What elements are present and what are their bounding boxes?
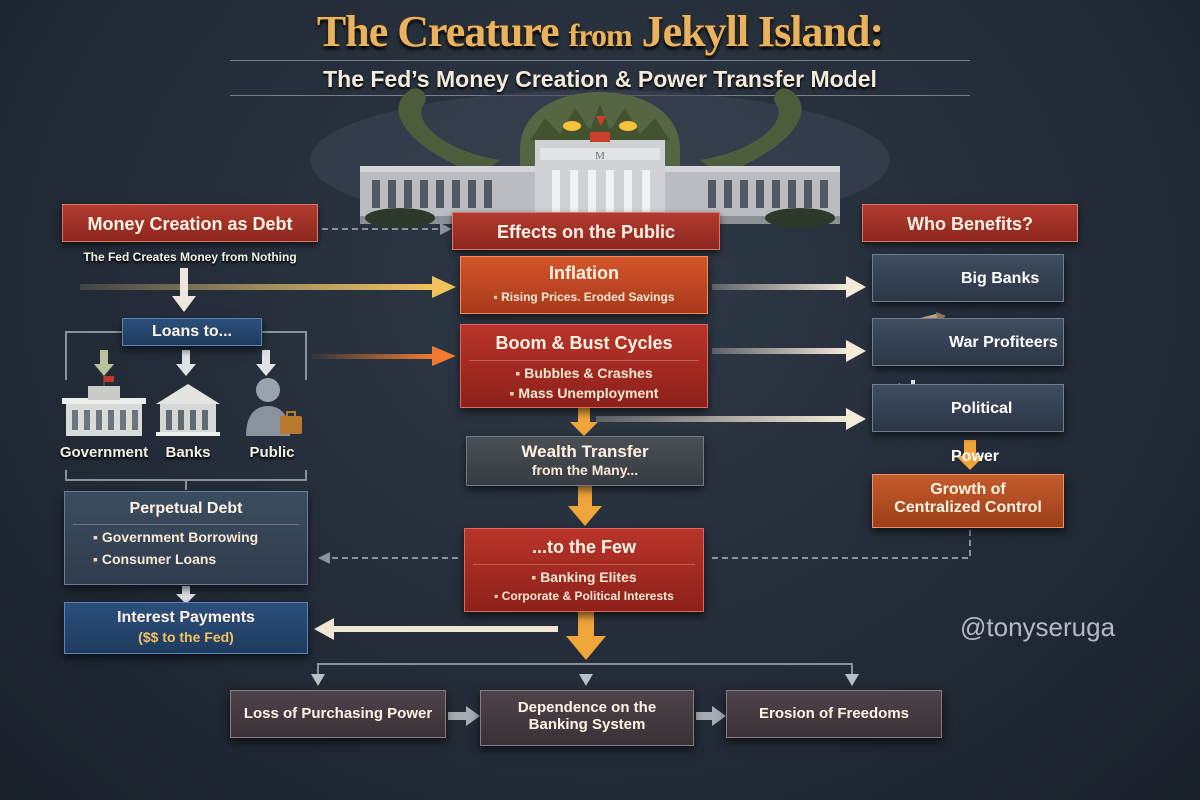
- inflation-title: Inflation: [549, 263, 619, 283]
- outcome-1-to-2-arrow: [448, 706, 480, 726]
- recipient-banks: Banks: [165, 444, 211, 461]
- beneficiary-big-banks: Big Banks: [872, 254, 1064, 302]
- wealth-transfer-box: Wealth Transfer from the Many...: [466, 436, 704, 486]
- bottom-left-arrowhead: [311, 674, 325, 686]
- loans-bracket: [65, 331, 122, 380]
- boom-bust-item: Bubbles & Crashes: [461, 365, 707, 381]
- inflation-box: Inflation Rising Prices. Eroded Savings: [460, 256, 708, 314]
- loans-to-label: Loans to...: [152, 323, 232, 340]
- interest-payments-detail: ($$ to the Fed): [138, 629, 234, 645]
- page-subtitle: The Fed’s Money Creation & Power Transfe…: [230, 60, 970, 96]
- outcome-erosion-freedoms: Erosion of Freedoms: [726, 690, 942, 738]
- header-connector-arrowhead: [440, 223, 452, 235]
- fed-to-inflation-arrow: [80, 284, 435, 290]
- interest-payments-box: Interest Payments ($$ to the Fed): [64, 602, 308, 654]
- fed-creates-text: The Fed Creates Money from Nothing: [83, 250, 297, 264]
- outcome-dependence-banking: Dependence on the Banking System: [480, 690, 694, 746]
- growth-line-1: Growth of: [930, 481, 1006, 498]
- recipients-bracket: [65, 470, 307, 481]
- beneficiary-political-power: Political Power: [872, 384, 1064, 465]
- who-benefits-header: Who Benefits?: [862, 204, 1078, 242]
- bottom-bracket: [317, 663, 853, 676]
- perpetual-debt-title: Perpetual Debt: [129, 500, 243, 517]
- perpetual-debt-item: Consumer Loans: [65, 551, 307, 567]
- perpetual-debt-box: Perpetual Debt Government Borrowing Cons…: [64, 491, 308, 585]
- person-with-briefcase-icon: [246, 378, 302, 436]
- beneficiary-war-profiteers: War Profiteers: [872, 318, 1064, 366]
- few-to-interest-arrowhead: [314, 618, 334, 640]
- money-creation-header: Money Creation as Debt: [62, 204, 318, 242]
- loans-to-box: Loans to...: [122, 318, 262, 346]
- interest-payments-title: Interest Payments: [117, 609, 255, 626]
- to-the-few-divider: [473, 564, 695, 565]
- svg-text:M: M: [595, 150, 605, 162]
- loans-to-government-arrow: [94, 350, 114, 376]
- effects-header: Effects on the Public: [452, 212, 720, 250]
- outcome-label-line-1: Dependence on the: [517, 699, 657, 716]
- debt-to-interest-arrow: [176, 586, 196, 604]
- outcome-2-to-3-arrow: [696, 706, 726, 726]
- few-to-bottom-arrow: [566, 612, 606, 660]
- outcome-label-line-2: Banking System: [528, 716, 646, 733]
- watermark-handle: @tonyseruga: [960, 612, 1116, 642]
- few-to-interest-arrow: [330, 626, 558, 632]
- boom-to-political-arrow: [596, 416, 848, 422]
- boom-bust-box: Boom & Bust Cycles Bubbles & Crashes Mas…: [460, 324, 708, 408]
- perpetual-debt-item: Government Borrowing: [65, 529, 307, 545]
- inflation-to-bigbanks-arrowhead: [846, 276, 866, 298]
- to-the-few-box: ...to the Few Banking Elites Corporate &…: [464, 528, 704, 612]
- growth-feedback-line: [712, 530, 971, 559]
- loans-bracket-right: [262, 331, 307, 380]
- bottom-right-arrowhead: [845, 674, 859, 686]
- fed-to-inflation-arrowhead: [432, 276, 456, 298]
- fed-to-loans-arrow: [180, 268, 188, 298]
- fed-to-loans-arrowhead: [172, 296, 196, 312]
- loans-to-boom-arrowhead: [432, 346, 456, 366]
- government-building-icon: [62, 376, 146, 436]
- to-the-few-item: Corporate & Political Interests: [465, 589, 703, 603]
- to-the-few-item: Banking Elites: [465, 569, 703, 585]
- growth-line-2: Centralized Control: [894, 499, 1042, 516]
- outcome-label: Loss of Purchasing Power: [243, 705, 433, 722]
- outcome-label: Erosion of Freedoms: [758, 705, 910, 722]
- loans-to-banks-arrow: [176, 350, 196, 376]
- title-part-2: Jekyll Island:: [641, 7, 885, 56]
- recipient-government: Government: [59, 444, 149, 461]
- political-to-growth-arrow: [956, 440, 984, 470]
- boom-to-war-arrowhead: [846, 340, 866, 362]
- boom-to-war-arrow: [712, 348, 848, 354]
- federal-reserve-building-with-monster-icon: M: [310, 88, 890, 230]
- growth-centralized-control-box: Growth of Centralized Control: [872, 474, 1064, 528]
- few-to-debt-arrowhead: [318, 552, 330, 564]
- page-title: The Creature from Jekyll Island:: [0, 6, 1200, 57]
- inflation-detail: Rising Prices. Eroded Savings: [461, 290, 707, 304]
- title-from: from: [568, 17, 633, 53]
- boom-bust-title: Boom & Bust Cycles: [495, 333, 673, 353]
- loans-to-public-arrow: [256, 350, 276, 376]
- bottom-mid-arrowhead: [579, 674, 593, 686]
- boom-bust-item: Mass Unemployment: [461, 385, 707, 401]
- inflation-to-bigbanks-arrow: [712, 284, 848, 290]
- boom-to-political-arrowhead: [846, 408, 866, 430]
- outcome-loss-purchasing-power: Loss of Purchasing Power: [230, 690, 446, 738]
- wealth-transfer-detail: from the Many...: [531, 462, 639, 478]
- perpetual-debt-divider: [73, 524, 299, 525]
- bank-building-icon: [156, 384, 220, 436]
- boom-bust-divider: [469, 360, 699, 361]
- boom-to-wealth-arrow: [570, 408, 598, 436]
- loans-to-boom-arrow: [312, 354, 434, 359]
- to-the-few-title: ...to the Few: [531, 537, 636, 557]
- wealth-to-few-arrow: [568, 486, 602, 526]
- recipient-public: Public: [249, 444, 295, 461]
- title-part-1: The Creature: [316, 7, 560, 56]
- wealth-transfer-title: Wealth Transfer: [521, 442, 649, 461]
